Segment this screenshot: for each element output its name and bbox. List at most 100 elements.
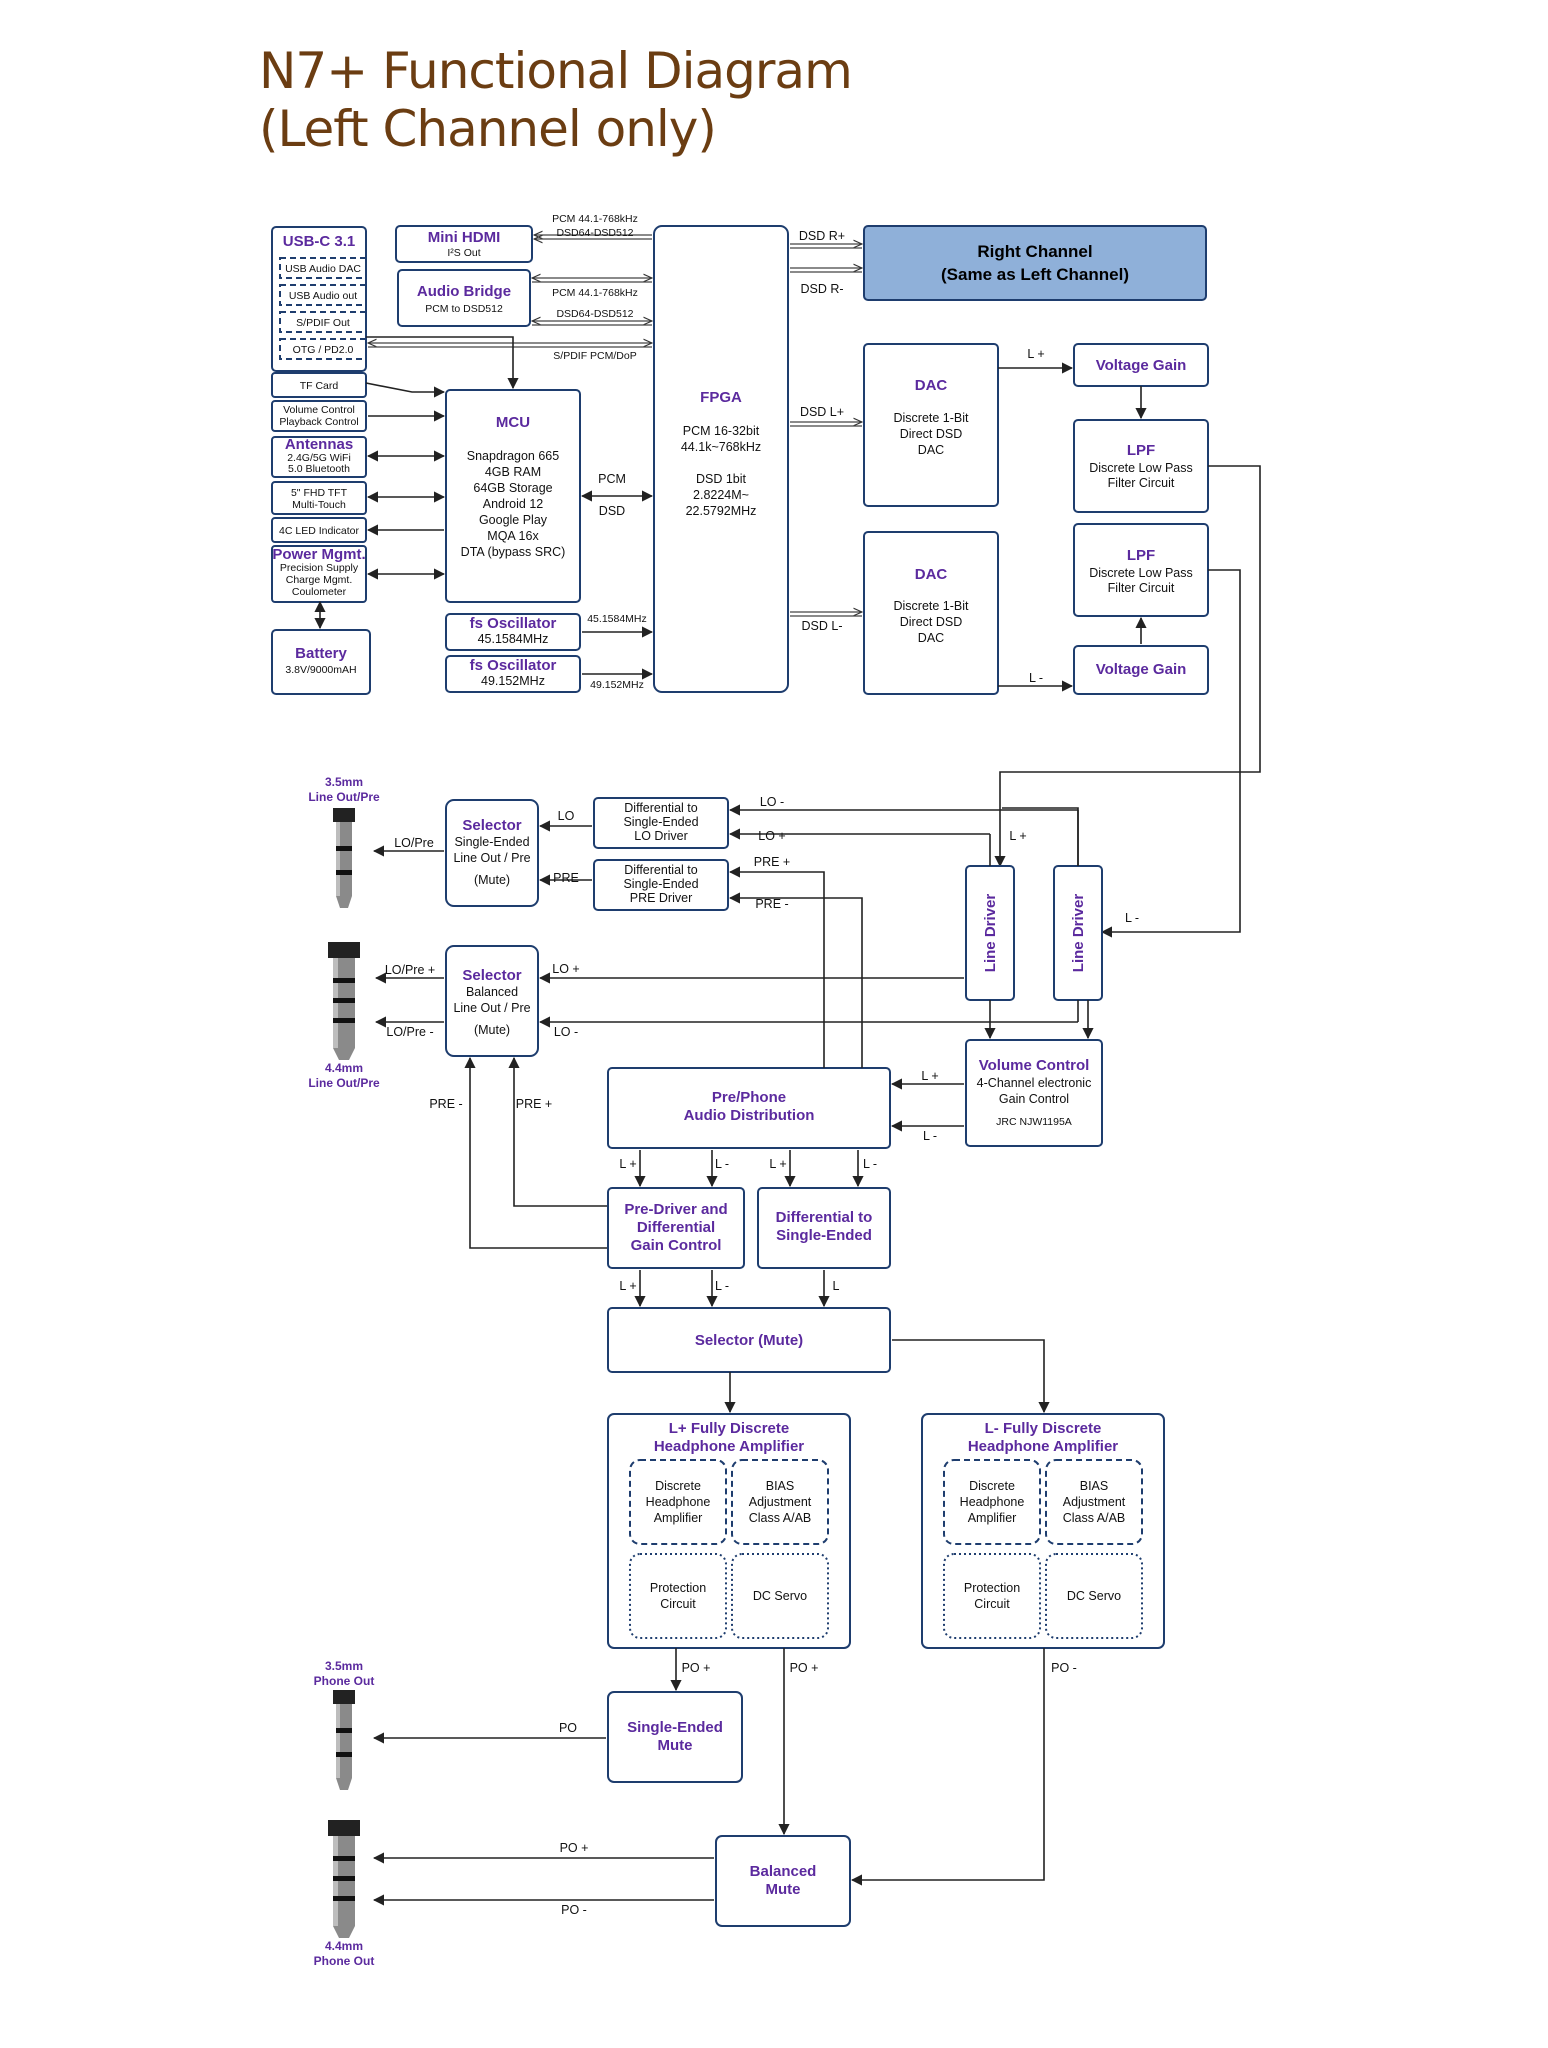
dac2-line-1: Discrete 1-Bit [893, 599, 969, 613]
diff-pre-line-1: Differential to [624, 863, 697, 877]
audio-bridge-sub: PCM to DSD512 [425, 303, 503, 315]
selector-mute-block: Selector (Mute) [607, 1307, 891, 1373]
osc2-freq: 49.152MHz [481, 674, 545, 688]
jack-4-4mm-phone-out: 4.4mm Phone Out [314, 1820, 375, 1968]
bal-mute-line-2: Mute [766, 1881, 801, 1898]
title-line-2: (Left Channel only) [259, 100, 717, 158]
mini-hdmi-block: Mini HDMI I²S Out [395, 225, 533, 263]
sel-se-line-1: Single-Ended [454, 835, 529, 849]
sig-ld-lplus: L + [1009, 829, 1026, 843]
prephone-line-1: Pre/Phone [712, 1089, 786, 1106]
jack1-line-2: Line Out/Pre [308, 790, 380, 804]
jack-4-4mm-line-out: 4.4mm Line Out/Pre [308, 942, 380, 1090]
sig-spdif: S/PDIF PCM/DoP [553, 350, 636, 362]
sig-pg-lminus: L - [715, 1279, 729, 1293]
usbc-title: USB-C 3.1 [283, 233, 356, 250]
prephone-line-2: Audio Distribution [684, 1107, 815, 1124]
sel-bal-line-1: Balanced [466, 985, 518, 999]
fpga-line-4: DSD 1bit [696, 472, 747, 486]
mcu-block: MCU Snapdragon 665 4GB RAM 64GB Storage … [445, 389, 581, 603]
diff-lo-line-2: Single-Ended [623, 815, 698, 829]
dac2-line-3: DAC [918, 631, 944, 645]
power-title: Power Mgmt. [272, 546, 365, 563]
battery-block: Battery 3.8V/9000mAH [271, 629, 371, 695]
balanced-mute-block: Balanced Mute [715, 1835, 851, 1927]
volume-control-line-1: 4-Channel electronic [977, 1076, 1092, 1090]
sig-bal-lo-plus: LO + [552, 962, 579, 976]
lpf1-title: LPF [1127, 442, 1155, 459]
amp-neg-headamp-line-3: Amplifier [968, 1511, 1017, 1525]
audio-bridge-title: Audio Bridge [417, 283, 511, 300]
lpf2-title: LPF [1127, 547, 1155, 564]
mcu-line-6: MQA 16x [487, 529, 539, 543]
tf-card-label: TF Card [300, 380, 339, 392]
vgain1-title: Voltage Gain [1096, 357, 1187, 374]
tf-card-block: TF Card [271, 372, 367, 398]
jack3-line-1: 3.5mm [325, 1659, 363, 1673]
title-line-1: N7+ Functional Diagram [259, 42, 853, 100]
sig-dsd-rp: DSD R+ [799, 229, 845, 243]
diff-se-line-1: Differential to [776, 1209, 873, 1226]
amp-neg-headamp-line-2: Headphone [960, 1495, 1025, 1509]
fpga-line-2: 44.1k~768kHz [681, 440, 761, 454]
power-line-2: Charge Mgmt. [286, 574, 353, 586]
usbc-item-spdif-out: S/PDIF Out [296, 317, 350, 329]
voltage-gain-2-block: Voltage Gain [1073, 645, 1209, 695]
battery-sub: 3.8V/9000mAH [285, 664, 356, 676]
sig-bal-pre-plus: PRE + [516, 1097, 552, 1111]
amp-neg-line-2: Headphone Amplifier [968, 1438, 1118, 1455]
sig-pre-minus: PRE - [755, 897, 788, 911]
predriver-block: Pre-Driver and Differential Gain Control [607, 1187, 745, 1269]
antennas-title: Antennas [285, 436, 353, 453]
dac-2-block: DAC Discrete 1-Bit Direct DSD DAC [863, 531, 999, 695]
predriver-line-1: Pre-Driver and [624, 1201, 727, 1218]
sel-bal-line-3: (Mute) [474, 1023, 510, 1037]
amp-pos-line-2: Headphone Amplifier [654, 1438, 804, 1455]
diff-lo-driver-block: Differential to Single-Ended LO Driver [593, 797, 729, 849]
sig-po-out-plus: PO + [560, 1841, 589, 1855]
selector-single-ended-block: Selector Single-Ended Line Out / Pre (Mu… [445, 799, 539, 907]
sig-pd-lminus: L - [715, 1157, 729, 1171]
jack4-line-1: 4.4mm [325, 1939, 363, 1953]
sig-pd-lminus-2: L - [863, 1157, 877, 1171]
hdmi-sub: I²S Out [447, 247, 480, 259]
sig-dsd-hdmi: DSD64-DSD512 [556, 227, 633, 239]
right-channel-line-2: (Same as Left Channel) [941, 265, 1129, 284]
fpga-line-5: 2.8224M~ [693, 488, 749, 502]
output-connections: PO + PO + PO - PO PO + PO - [372, 1648, 1077, 1917]
se-mute-line-2: Mute [658, 1737, 693, 1754]
sig-ds-l: L [833, 1279, 840, 1293]
sig-lo-plus: LO + [758, 829, 785, 843]
amp-pos-headamp-line-3: Amplifier [654, 1511, 703, 1525]
diff-lo-line-3: LO Driver [634, 829, 687, 843]
mcu-line-7: DTA (bypass SRC) [461, 545, 566, 559]
jack4-line-2: Phone Out [314, 1954, 375, 1968]
sig-lo-minus: LO - [760, 795, 784, 809]
jack2-line-1: 4.4mm [325, 1061, 363, 1075]
amp-neg-bias-line-2: Adjustment [1063, 1495, 1126, 1509]
sig-clk2: 49.152MHz [590, 679, 644, 691]
sig-dsd: DSD [599, 504, 625, 518]
osc1-freq: 45.1584MHz [478, 632, 549, 646]
tft-display-block: 5" FHD TFT Multi-Touch [271, 481, 367, 515]
amp-neg-protect-line-2: Circuit [974, 1597, 1010, 1611]
sig-pre: PRE [553, 871, 579, 885]
lower-connections: L + L - L + L - L + L - L [619, 1150, 1050, 1414]
power-mgmt-block: Power Mgmt. Precision Supply Charge Mgmt… [271, 545, 367, 603]
sig-lo: LO [558, 809, 575, 823]
lpf1-line-1: Discrete Low Pass [1089, 461, 1193, 475]
right-channel-block: Right Channel (Same as Left Channel) [863, 225, 1207, 301]
osc2-title: fs Oscillator [470, 657, 557, 674]
usbc-block: USB-C 3.1 USB Audio DAC USB Audio out S/… [271, 226, 367, 372]
sig-dsd-lm: DSD L- [802, 619, 843, 633]
amp-pos-dcservo: DC Servo [753, 1589, 807, 1603]
fpga-title: FPGA [700, 389, 742, 406]
dac2-title: DAC [915, 566, 948, 583]
sel-se-line-2: Line Out / Pre [453, 851, 530, 865]
mcu-line-4: Android 12 [483, 497, 544, 511]
dac1-line-3: DAC [918, 443, 944, 457]
amp-pos-headamp-line-1: Discrete [655, 1479, 701, 1493]
line-driver-1-label: Line Driver [982, 894, 999, 973]
mcu-title: MCU [496, 414, 530, 431]
dac2-line-2: Direct DSD [900, 615, 963, 629]
